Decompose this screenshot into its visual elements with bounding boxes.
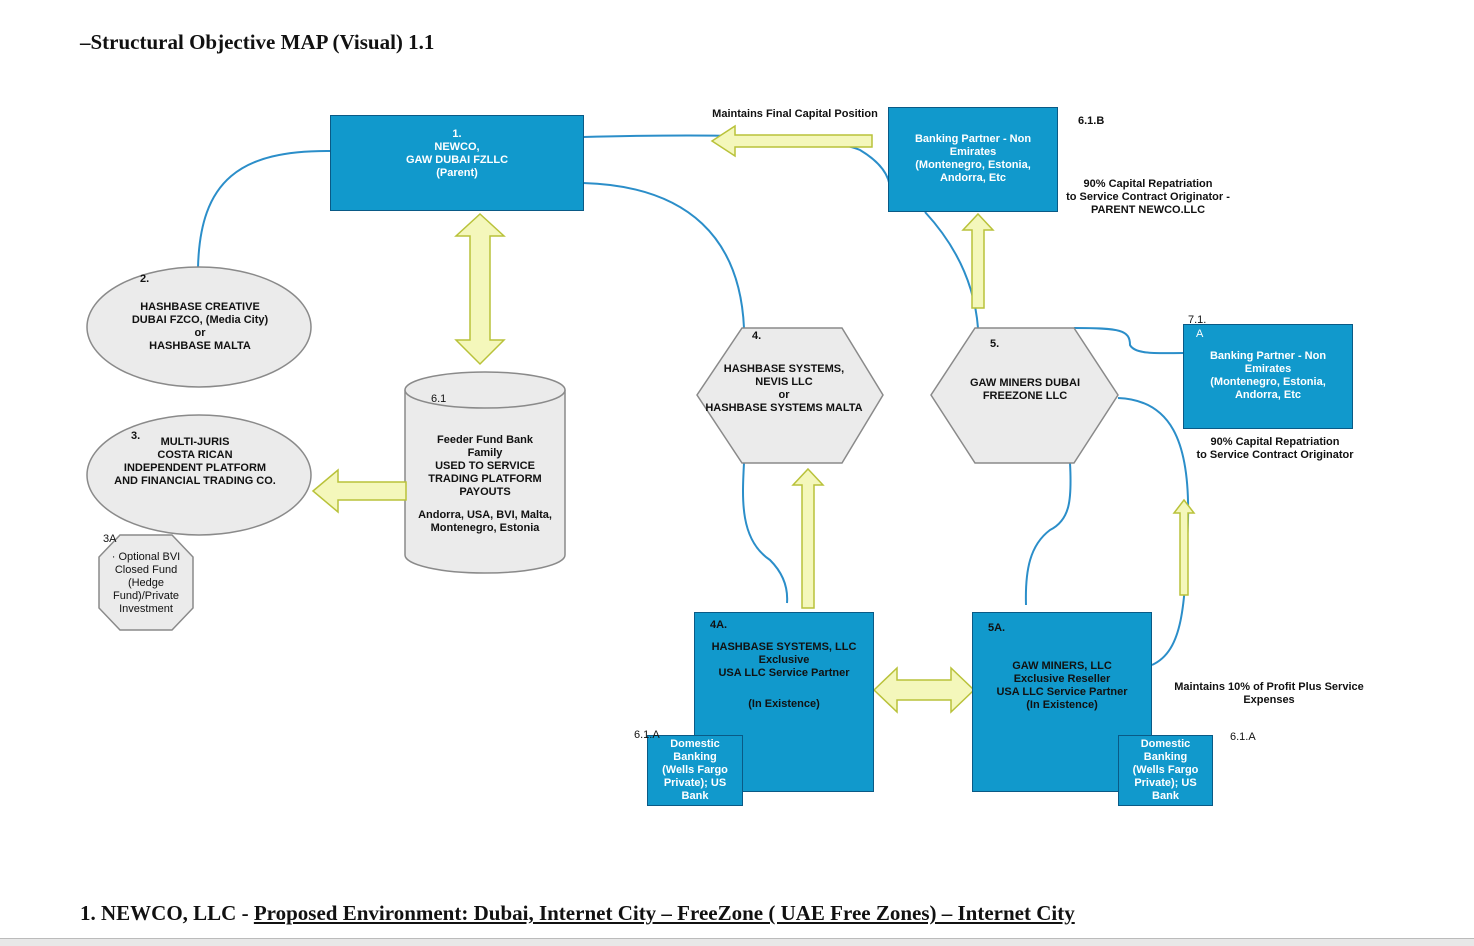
arrow-maintains-final: [710, 124, 873, 158]
bank-right-num2: A: [1196, 328, 1204, 340]
newco-label: 1. NEWCO, GAW DUBAI FZLLC (Parent): [405, 128, 509, 179]
gaw-dubai-label: GAW MINERS DUBAI FREEZONE LLC: [970, 377, 1080, 402]
feeder-fund-cylinder: [404, 371, 566, 574]
feeder-num: 6.1: [431, 393, 447, 405]
maintains-final-label: Maintains Final Capital Position: [712, 108, 878, 120]
bank-right-num: 7.1.: [1188, 314, 1207, 326]
arrow-hashbaseusa-up: [791, 467, 825, 609]
maintains-profit-label: Maintains 10% of Profit Plus Service Exp…: [1174, 681, 1364, 706]
arrow-newco-feeder: [454, 212, 506, 366]
arrow-feeder-multijuris: [311, 468, 407, 514]
bank-top-box: [888, 107, 1058, 212]
domestic-right-code: 6.1.A: [1230, 731, 1256, 743]
hashbase-usa-num: 4A.: [710, 619, 728, 631]
optional-bvi-octagon: [98, 534, 194, 631]
bank-top-label: Banking Partner - Non Emirates (Monteneg…: [914, 133, 1032, 184]
multi-juris-label: MULTI-JURIS COSTA RICAN INDEPENDENT PLAT…: [114, 436, 276, 487]
arrow-double-horizontal: [872, 666, 976, 714]
page-title: –Structural Objective MAP (Visual) 1.1: [80, 30, 435, 54]
feeder-label: Feeder Fund Bank Family USED TO SERVICE …: [418, 434, 552, 534]
bank-right-label: Banking Partner - Non Emirates (Monteneg…: [1209, 350, 1327, 401]
domestic-left-box: [647, 735, 743, 806]
gaw-usa-num: 5A.: [988, 622, 1006, 634]
footer-prefix: 1. NEWCO, LLC -: [80, 901, 254, 925]
hashbase-creative-ellipse: [86, 266, 312, 388]
domestic-right-label: Domestic Banking (Wells Fargo Private); …: [1132, 738, 1199, 802]
arrow-gaw-bank: [961, 212, 995, 309]
connector-bank-gaw: [924, 211, 979, 329]
hashbase-systems-hexagon: [696, 327, 884, 464]
repatriation-originator-label: 90% Capital Repatriation to Service Cont…: [1196, 436, 1354, 461]
gaw-dubai-num: 5.: [990, 338, 1000, 350]
gaw-dubai-hexagon: [930, 327, 1119, 464]
arrow-right-up: [1172, 498, 1196, 596]
domestic-right-box: [1118, 735, 1213, 806]
domestic-left-label: Domestic Banking (Wells Fargo Private); …: [662, 738, 728, 802]
domestic-left-code: 6.1.A: [634, 729, 660, 741]
hashbase-creative-label: HASHBASE CREATIVE DUBAI FZCO, (Media Cit…: [131, 301, 269, 352]
bank-top-code: 6.1.B: [1078, 115, 1105, 127]
connector-hashbase-usa: [742, 462, 789, 604]
hashbase-systems-label: HASHBASE SYSTEMS, NEVIS LLC or HASHBASE …: [705, 363, 863, 414]
hashbase-creative-num: 2.: [140, 273, 150, 285]
connector-gawdubai-usa: [1024, 462, 1072, 606]
optional-bvi-num: 3A: [103, 533, 117, 545]
bank-right-box: [1183, 324, 1353, 429]
multi-juris-ellipse: [86, 414, 312, 536]
hashbase-usa-label: HASHBASE SYSTEMS, LLC Exclusive USA LLC …: [711, 641, 857, 710]
repatriation-parent-label: 90% Capital Repatriation to Service Cont…: [1066, 178, 1230, 216]
newco-box: [330, 115, 584, 211]
connector-newco-creative: [197, 149, 332, 269]
connector-gaw-bankright: [1073, 327, 1185, 355]
multi-juris-num: 3.: [131, 430, 141, 442]
bottom-scroll-strip: [0, 938, 1474, 946]
connector-newco-hashbase: [582, 182, 745, 329]
hashbase-systems-num: 4.: [752, 330, 762, 342]
optional-bvi-label: · Optional BVI Closed Fund (Hedge Fund)/…: [111, 551, 181, 615]
footer-heading: 1. NEWCO, LLC - Proposed Environment: Du…: [80, 901, 1075, 926]
footer-underlined: Proposed Environment: Dubai, Internet Ci…: [253, 901, 1075, 925]
gaw-usa-label: GAW MINERS, LLC Exclusive Reseller USA L…: [996, 660, 1128, 711]
